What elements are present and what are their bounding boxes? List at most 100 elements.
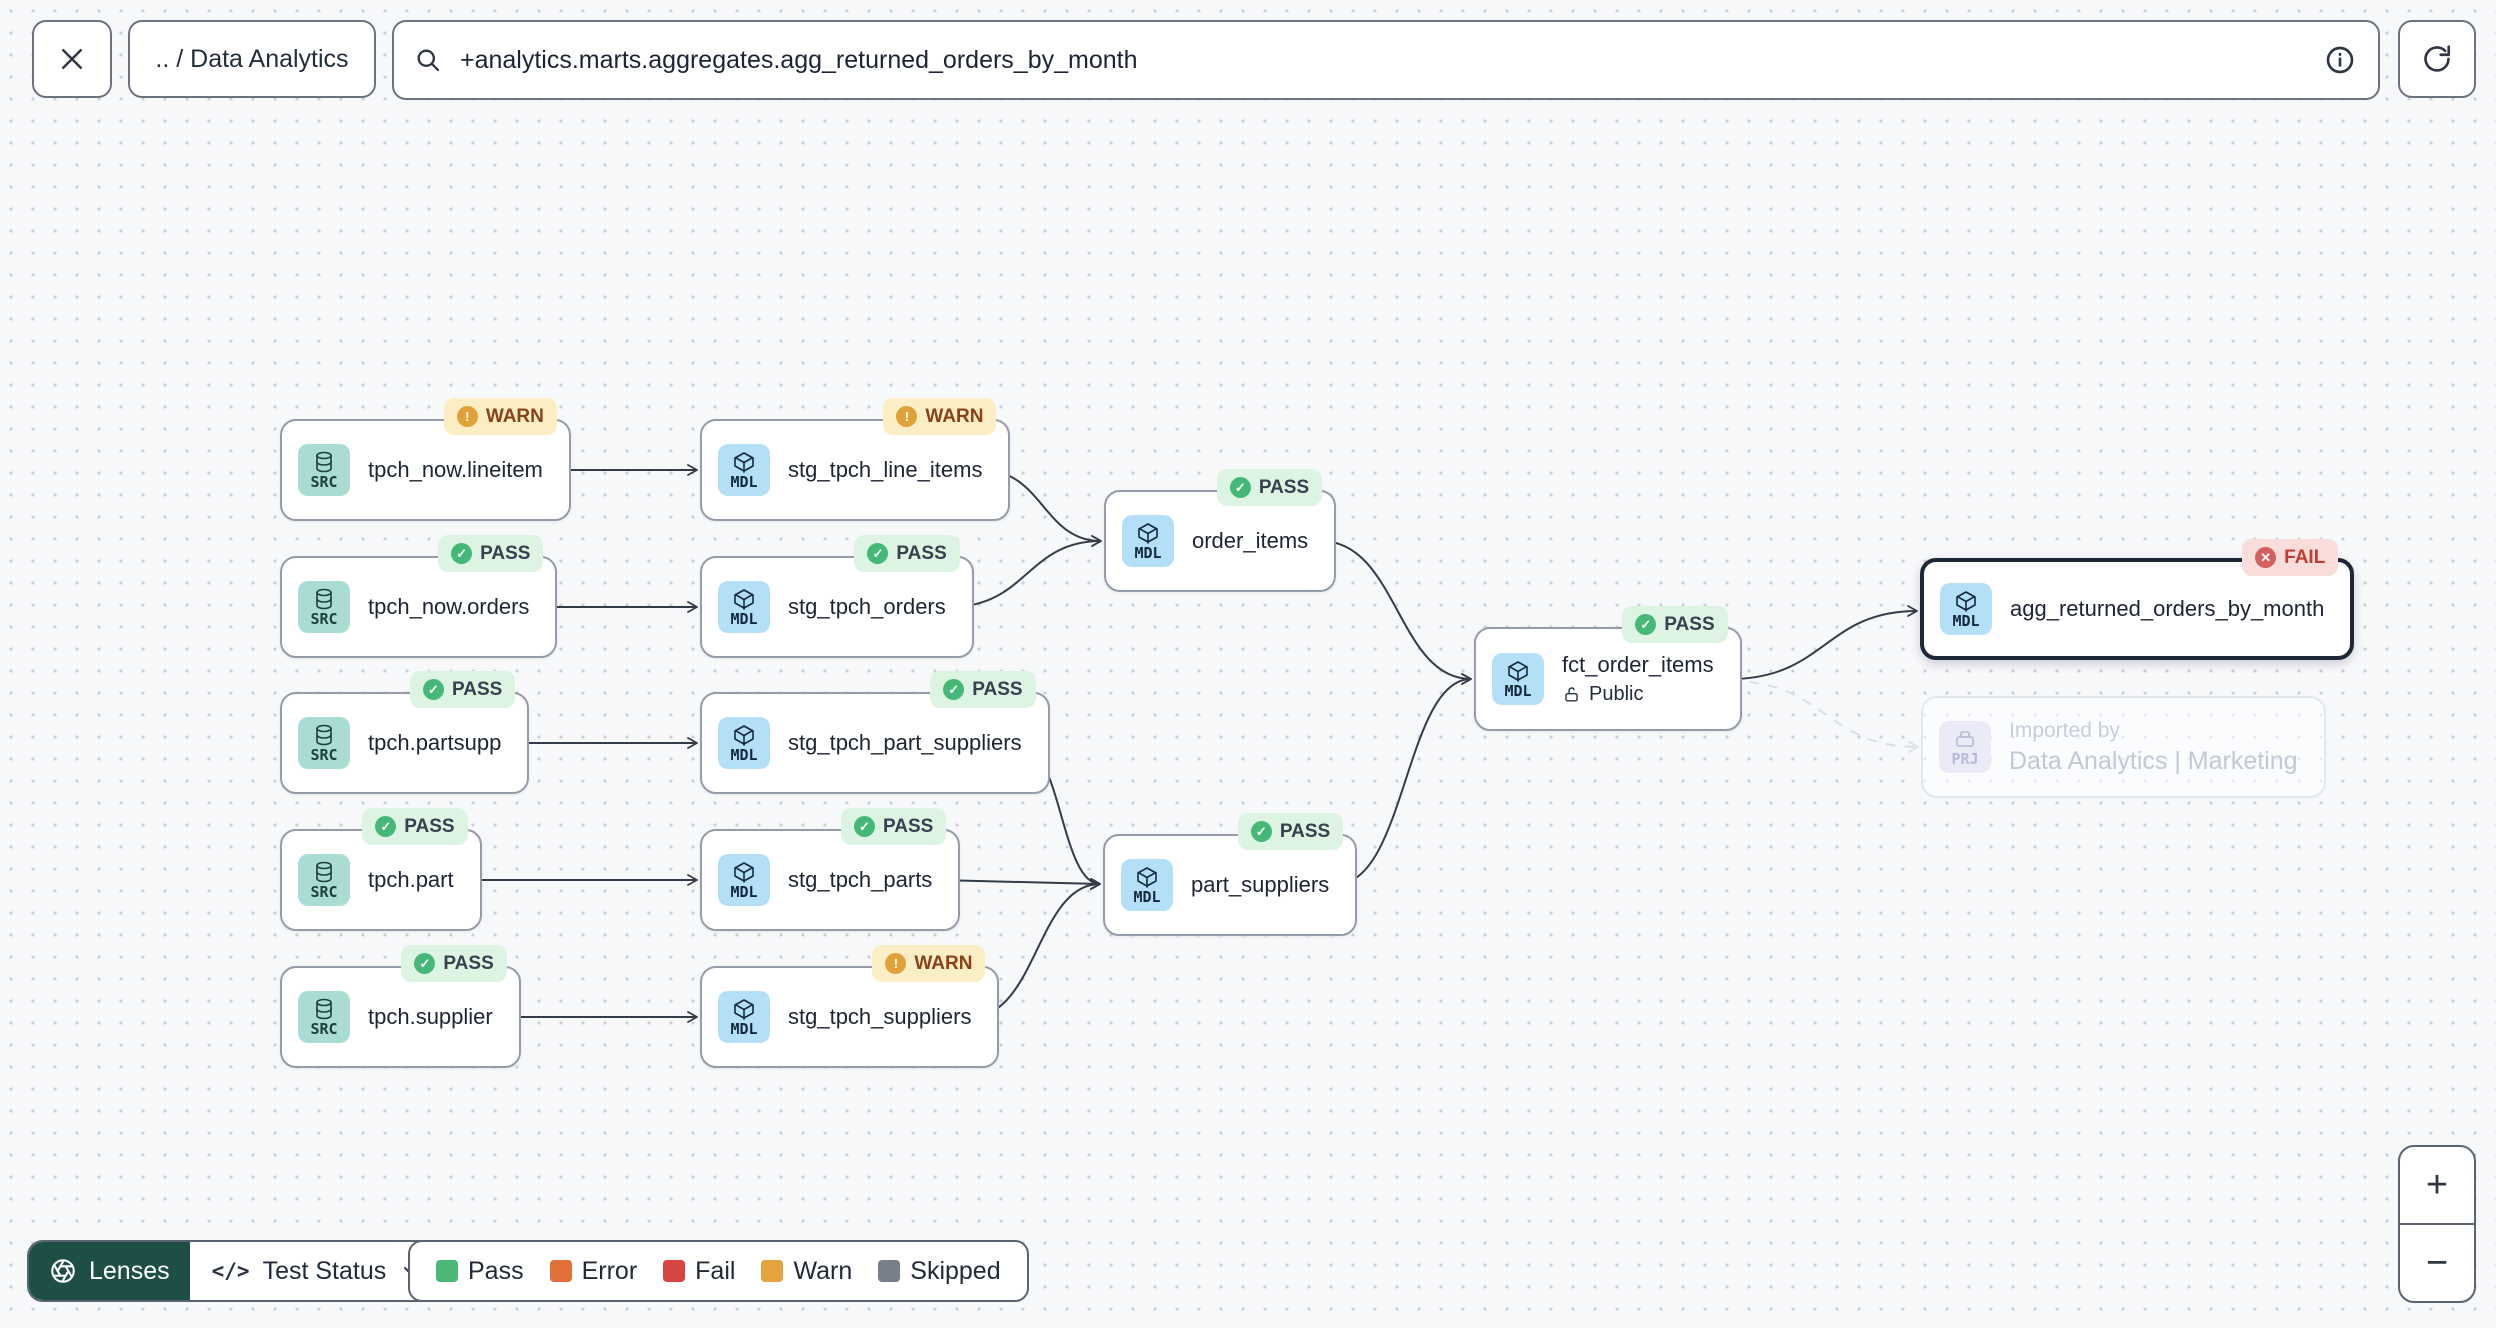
status-dot-icon: ✓ (414, 953, 436, 974)
src-type-icon: SRC (298, 854, 350, 906)
close-button[interactable] (32, 20, 112, 98)
legend-swatch (663, 1260, 686, 1282)
test-status-badge-pass: ✓PASS (401, 945, 507, 982)
mdl-type-icon: MDL (718, 581, 770, 633)
node-label: tpch.partsupp (368, 730, 502, 755)
mdl-type-icon: MDL (718, 444, 770, 496)
lenses-label: Lenses (89, 1256, 170, 1285)
src-type-icon: SRC (298, 581, 350, 633)
test-status-badge-pass: ✓PASS (840, 808, 947, 845)
node-label: order_items (1192, 528, 1309, 553)
node-label: fct_order_items (1562, 652, 1714, 677)
mdl-type-icon: MDL (718, 717, 770, 769)
node-label: stg_tpch_line_items (788, 457, 983, 482)
status-dot-icon: ✓ (867, 543, 889, 564)
status-dot-icon: ✓ (853, 816, 875, 837)
status-dot-icon: ✕ (2255, 547, 2277, 568)
status-dot-icon: ✓ (375, 816, 397, 837)
lock-open-icon (1562, 685, 1581, 704)
graph-node-stg_tpch_line_items[interactable]: !WARN MDL stg_tpch_line_items (700, 398, 1011, 521)
lenses-button[interactable]: Lenses (29, 1242, 190, 1300)
legend-item-skipped: Skipped (878, 1257, 1001, 1286)
mdl-type-icon: MDL (718, 854, 770, 906)
mdl-type-icon: MDL (1492, 653, 1544, 705)
node-label: part_suppliers (1191, 872, 1330, 897)
test-status-badge-warn: !WARN (443, 398, 557, 435)
legend-item-error: Error (549, 1257, 637, 1286)
legend-item-warn: Warn (761, 1257, 852, 1286)
lineage-edge (938, 877, 1101, 890)
test-status-badge-warn: !WARN (883, 398, 997, 435)
test-status-badge-pass: ✓PASS (930, 671, 1036, 708)
test-status-badge-pass: ✓PASS (362, 808, 468, 845)
node-label: tpch.supplier (368, 1004, 493, 1029)
lineage-edge (949, 535, 1102, 608)
zoom-controls: + − (2398, 1145, 2476, 1303)
mdl-type-icon: MDL (1940, 583, 1992, 635)
lineage-edge (1320, 540, 1472, 685)
status-dot-icon: ✓ (1250, 821, 1272, 842)
node-label: tpch_now.orders (368, 594, 530, 619)
prj-type-icon: PRJ (1939, 721, 1991, 773)
zoom-out-button[interactable]: − (2400, 1223, 2474, 1301)
node-label: agg_returned_orders_by_month (2010, 596, 2325, 621)
close-icon (62, 49, 82, 69)
test-status-badge-warn: !WARN (872, 945, 986, 982)
test-status-badge-pass: ✓PASS (438, 535, 544, 572)
node-label: stg_tpch_parts (788, 867, 933, 892)
graph-node-tpch_part[interactable]: ✓PASS SRC tpch.part (280, 808, 482, 931)
legend-swatch (549, 1260, 572, 1282)
breadcrumb[interactable]: .. / Data Analytics (128, 20, 376, 98)
graph-node-tpch_now_orders[interactable]: ✓PASS SRC tpch_now.orders (280, 535, 558, 658)
status-dot-icon: ! (885, 953, 907, 974)
graph-node-stg_tpch_parts[interactable]: ✓PASS MDL stg_tpch_parts (700, 808, 961, 931)
lineage-edge (1729, 605, 1918, 680)
node-label: stg_tpch_orders (788, 594, 946, 619)
node-label: stg_tpch_suppliers (788, 1004, 972, 1029)
zoom-in-button[interactable]: + (2400, 1147, 2474, 1223)
status-dot-icon: ✓ (1635, 614, 1657, 635)
lineage-edge-dashed (1729, 680, 1919, 753)
src-type-icon: SRC (298, 444, 350, 496)
test-status-badge-pass: ✓PASS (409, 671, 516, 708)
search-bar (392, 20, 2380, 100)
refresh-icon (2424, 45, 2451, 72)
lens-selector[interactable]: </> Test Status (189, 1242, 446, 1300)
lineage-edge (1336, 673, 1472, 885)
code-icon: </> (211, 1259, 250, 1283)
info-button[interactable] (2316, 36, 2364, 84)
status-dot-icon: ✓ (943, 679, 965, 700)
info-icon (2326, 46, 2354, 74)
legend-item-fail: Fail (663, 1257, 735, 1286)
search-input[interactable] (458, 44, 2308, 76)
status-dot-icon: ✓ (1229, 477, 1251, 498)
status-dot-icon: ✓ (451, 543, 473, 564)
test-status-badge-pass: ✓PASS (1622, 606, 1728, 643)
status-dot-icon: ! (456, 406, 478, 427)
legend-swatch (761, 1260, 784, 1282)
lenses-control: Lenses </> Test Status (27, 1240, 448, 1302)
test-status-legend: Pass Error Fail Warn Skipped (408, 1240, 1029, 1302)
legend-swatch (436, 1260, 458, 1282)
mdl-type-icon: MDL (1122, 515, 1174, 567)
status-dot-icon: ✓ (422, 679, 444, 700)
node-label: Imported by (2009, 718, 2120, 742)
access-public: Public (1562, 683, 1714, 706)
node-label: tpch.part (368, 867, 454, 892)
refresh-button[interactable] (2398, 20, 2476, 98)
legend-item-pass: Pass (436, 1257, 524, 1286)
lens-selected-label: Test Status (262, 1256, 387, 1285)
